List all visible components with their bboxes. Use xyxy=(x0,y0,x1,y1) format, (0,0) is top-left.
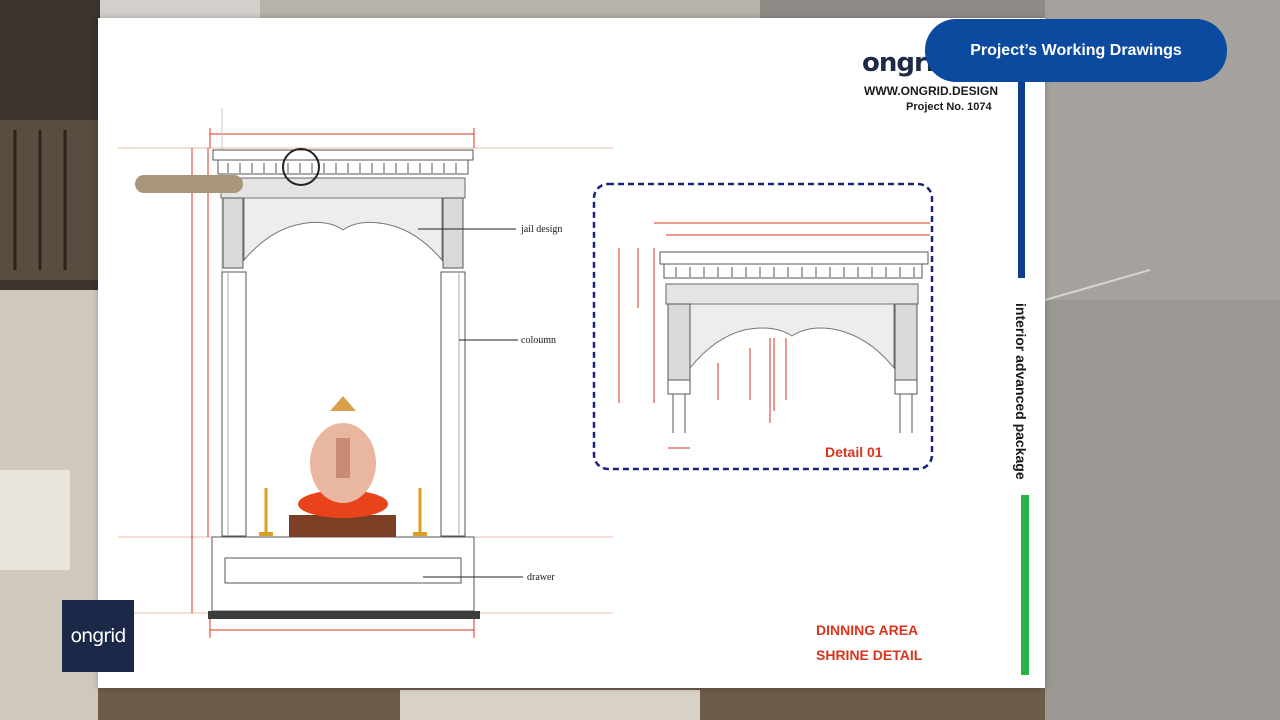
brand-url: WWW.ONGRID.DESIGN xyxy=(864,84,998,98)
corner-brand-logo: ongrid xyxy=(62,600,134,672)
shrine-elevation-drawing xyxy=(118,108,934,638)
area-subtitle: SHRINE DETAIL xyxy=(816,647,923,663)
callout-column: coloumn xyxy=(521,335,556,346)
accent-bar-green xyxy=(1021,495,1029,675)
package-side-label: interior advanced package xyxy=(1013,303,1029,480)
corner-logo-text: ongrid xyxy=(70,625,127,647)
drawing-sheet: ongrid WWW.ONGRID.DESIGN Project No. 107… xyxy=(98,18,1045,688)
project-number: Project No. 1074 xyxy=(906,101,992,113)
detail-label: Detail 01 xyxy=(825,444,883,460)
callout-drawer: drawer xyxy=(527,572,555,583)
tag-pill-decoration xyxy=(135,175,243,193)
accent-bar-blue xyxy=(1018,78,1025,278)
area-title: DINNING AREA xyxy=(816,622,919,638)
callout-jail-design: jail design xyxy=(521,224,563,235)
pill-label: Project’s Working Drawings xyxy=(970,41,1182,59)
project-working-drawings-pill: Project’s Working Drawings xyxy=(925,19,1227,82)
